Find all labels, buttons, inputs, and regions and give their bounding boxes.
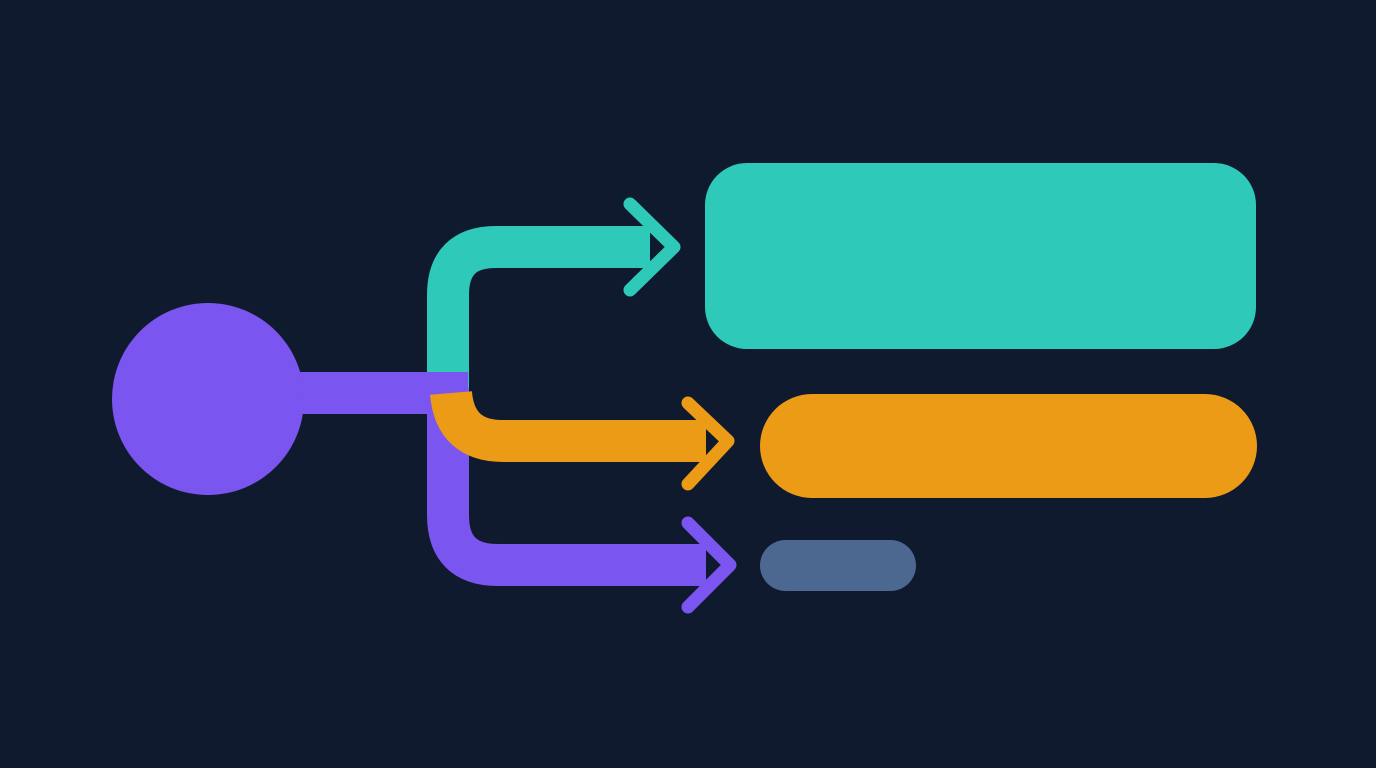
middle-branch-line	[430, 390, 706, 462]
bottom-target-block	[760, 540, 916, 591]
top-branch-line	[405, 226, 650, 414]
bottom-arrowhead-icon	[681, 516, 737, 614]
top-branch-connector	[405, 197, 681, 414]
bottom-branch-line	[405, 372, 706, 586]
source-node	[112, 303, 304, 495]
top-arrowhead-icon	[623, 197, 681, 297]
middle-arrowhead-icon	[681, 396, 735, 491]
middle-branch-connector	[430, 390, 735, 491]
bottom-branch-connector	[405, 372, 737, 614]
top-target-block	[705, 163, 1256, 349]
middle-target-block	[760, 394, 1257, 498]
